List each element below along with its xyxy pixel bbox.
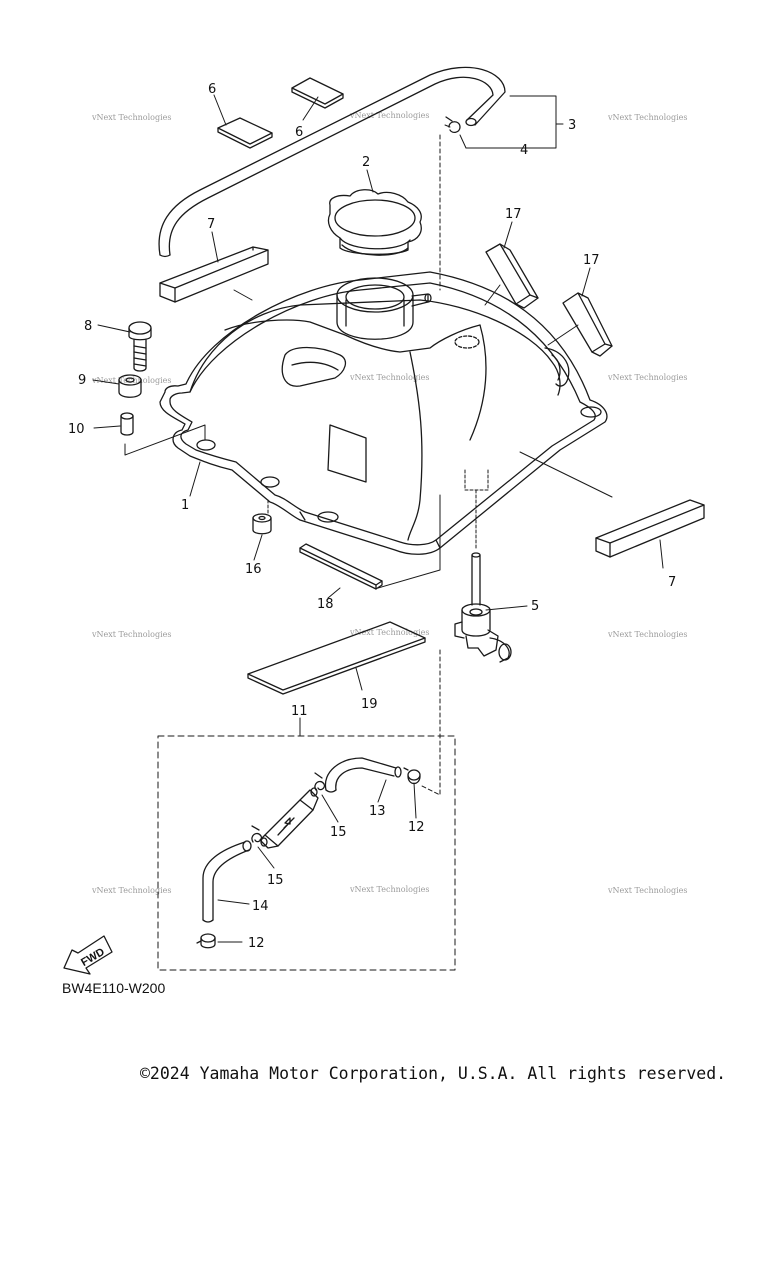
- watermark: vNext Technologies: [349, 628, 429, 637]
- callout-19: 19: [361, 697, 378, 712]
- callout-13: 13: [369, 804, 386, 819]
- bolt: [128, 321, 152, 372]
- callout-18: 18: [317, 597, 334, 612]
- watermark: vNext Technologies: [91, 886, 171, 895]
- watermark: vNext Technologies: [607, 373, 687, 382]
- callout-16: 16: [245, 562, 262, 577]
- callout-3: 3: [568, 118, 576, 133]
- damper-block: [159, 246, 269, 303]
- damper-block: [595, 499, 705, 558]
- callout-10: 10: [68, 422, 85, 437]
- watermark: vNext Technologies: [91, 630, 171, 639]
- callout-12: 12: [248, 936, 265, 951]
- fuel-hose: [324, 757, 402, 793]
- callout-17: 17: [505, 207, 522, 222]
- grommet: [118, 374, 142, 398]
- hose-clamp: [196, 933, 216, 949]
- watermark: vNext Technologies: [91, 376, 171, 385]
- hose-clip: [445, 116, 461, 134]
- hose-clip: [314, 772, 326, 791]
- callout-6: 6: [208, 82, 216, 97]
- fuel-tank: [159, 271, 608, 555]
- callout-9: 9: [78, 373, 86, 388]
- callout-6: 6: [295, 125, 303, 140]
- watermark: vNext Technologies: [349, 885, 429, 894]
- hose-clip: [251, 825, 263, 843]
- collar: [120, 412, 134, 436]
- damper-pad: [291, 77, 344, 109]
- diagram-code: BW4E110-W200: [62, 980, 165, 996]
- leader-lines: [92, 94, 664, 943]
- hose-clamp: [403, 767, 421, 785]
- watermarks: vNext Technologies vNext Technologies vN…: [91, 111, 687, 895]
- callout-7: 7: [668, 575, 676, 590]
- filler-neck: [336, 277, 432, 340]
- fuel-cock: [454, 552, 512, 663]
- callout-17: 17: [583, 253, 600, 268]
- callout-2: 2: [362, 155, 370, 170]
- callout-4: 4: [520, 143, 528, 158]
- copyright-notice: ©2024 Yamaha Motor Corporation, U.S.A. A…: [140, 1064, 726, 1083]
- watermark: vNext Technologies: [349, 373, 429, 382]
- callout-11: 11: [291, 704, 308, 719]
- watermark: vNext Technologies: [349, 111, 429, 120]
- watermark: vNext Technologies: [607, 113, 687, 122]
- protector-sheet: [247, 621, 426, 695]
- fuel-filter: [259, 787, 319, 849]
- callout-15: 15: [267, 873, 284, 888]
- callout-12: 12: [408, 820, 425, 835]
- damper-block-upright: [562, 292, 613, 357]
- damper-block-upright: [485, 243, 539, 309]
- fuel-hose: [202, 840, 252, 923]
- damper-strip: [299, 543, 383, 590]
- watermark: vNext Technologies: [91, 113, 171, 122]
- damper-pad: [217, 117, 273, 149]
- callout-14: 14: [252, 899, 269, 914]
- watermark: vNext Technologies: [607, 630, 687, 639]
- callout-15: 15: [330, 825, 347, 840]
- grommet: [252, 513, 272, 535]
- forward-arrow-icon: FWD: [63, 935, 113, 975]
- callout-7: 7: [207, 217, 215, 232]
- fuel-cap: [327, 189, 422, 256]
- breather-hose: [158, 66, 506, 258]
- callout-5: 5: [531, 599, 539, 614]
- filter-assembly-box: [157, 735, 456, 971]
- watermark: vNext Technologies: [607, 886, 687, 895]
- callout-1: 1: [181, 498, 189, 513]
- callouts: 6 6 3 4 2 7 17 17 8 9 10 1 16 18 5 7 19 …: [68, 82, 676, 951]
- callout-8: 8: [84, 319, 92, 334]
